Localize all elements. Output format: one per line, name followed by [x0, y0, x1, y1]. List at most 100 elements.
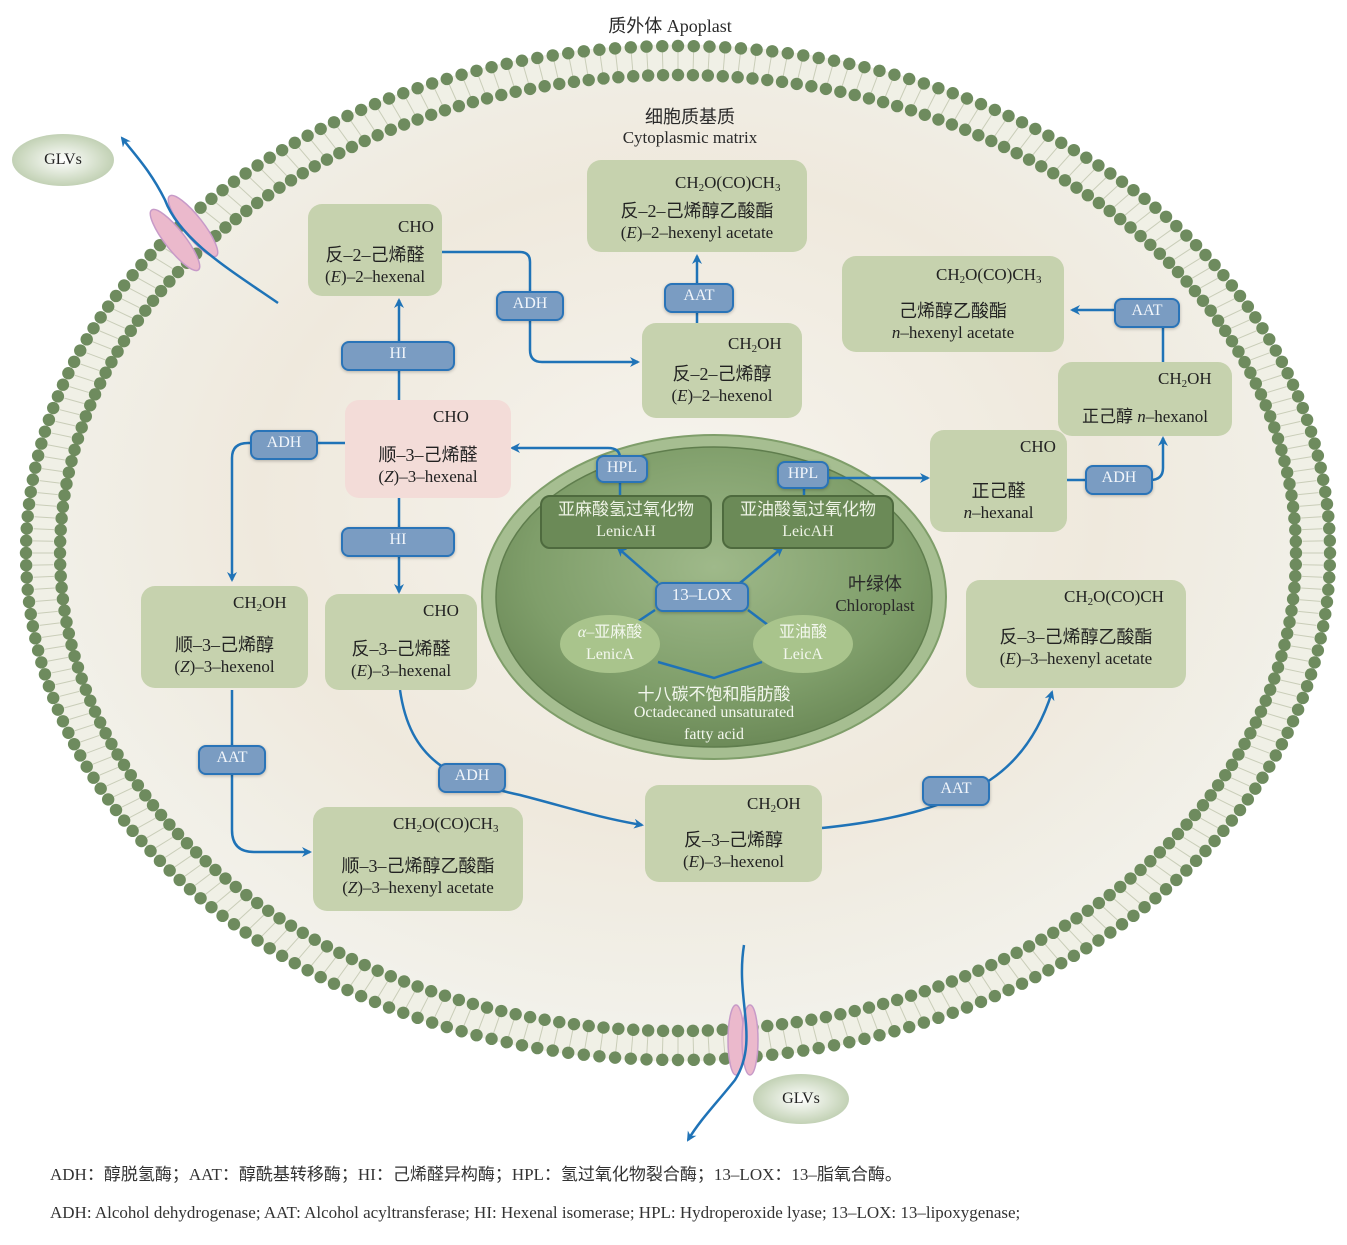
- cytoplasm-label-en: Cytoplasmic matrix: [622, 128, 758, 147]
- phospholipid-head: [593, 1050, 606, 1063]
- phospholipid-head: [608, 1051, 622, 1064]
- phospholipid-head: [958, 123, 972, 136]
- phospholipid-head: [62, 726, 75, 739]
- phospholipid-head: [1323, 571, 1336, 584]
- phospholipid-head: [368, 995, 382, 1009]
- phospholipid-head: [577, 45, 590, 58]
- phospholipid-head: [703, 1053, 716, 1066]
- compound-name-en: (E)–3–hexenal: [350, 661, 452, 680]
- node-e2-hexenyl-acetate: CH2O(CO)CH3 反–2–己烯醇乙酸酯 (E)–2–hexenyl ace…: [587, 160, 807, 252]
- phospholipid-head: [80, 333, 93, 346]
- phospholipid-head: [562, 1046, 575, 1059]
- phospholipid-head: [546, 1044, 559, 1057]
- phospholipid-head: [62, 627, 76, 640]
- lenicah-cn: 亚麻酸氢过氧化物: [558, 500, 694, 519]
- phospholipid-head: [812, 1041, 825, 1055]
- phospholipid-head: [53, 558, 67, 571]
- phospholipid-head: [1127, 909, 1140, 923]
- phospholipid-head: [1323, 559, 1337, 572]
- enzyme-adh-n: ADH: [1085, 465, 1153, 495]
- compound-name-en: (E)–3–hexenol: [682, 852, 785, 871]
- phospholipid-head: [101, 793, 115, 806]
- enzyme-adh-z3: ADH: [250, 430, 318, 460]
- phospholipid-head: [84, 399, 97, 412]
- phospholipid-head: [126, 268, 139, 282]
- phospholipid-head: [79, 410, 93, 423]
- phospholipid-head: [843, 1035, 856, 1049]
- node-e2-hexenol: CH2OH 反–2–己烯醇 (E)–2–hexenol: [642, 323, 802, 418]
- phospholipid-head: [56, 715, 70, 728]
- phospholipid-head: [275, 949, 289, 963]
- phospholipid-head: [988, 103, 1002, 117]
- fatty-acid-en-1: Octadecaned unsaturated: [633, 704, 795, 721]
- phospholipid-head: [99, 727, 112, 740]
- phospholipid-head: [485, 60, 498, 74]
- phospholipid-head: [1300, 413, 1314, 427]
- phospholipid-head: [1080, 151, 1093, 164]
- phospholipid-head: [1196, 799, 1210, 812]
- phospholipid-head: [781, 47, 794, 60]
- phospholipid-head: [320, 153, 334, 166]
- phospholipid-head: [932, 113, 945, 126]
- phospholipid-head: [216, 183, 229, 197]
- phospholipid-head: [65, 454, 78, 468]
- phospholipid-head: [1256, 322, 1269, 335]
- phospholipid-head: [51, 390, 65, 403]
- phospholipid-head: [227, 918, 241, 931]
- phospholipid-head: [1268, 672, 1281, 685]
- phospholipid-head: [531, 51, 544, 65]
- phospholipid-head: [22, 497, 36, 511]
- phospholipid-head: [858, 1032, 871, 1046]
- phospholipid-head: [1134, 863, 1147, 877]
- phospholipid-head: [1320, 595, 1334, 609]
- phospholipid-head: [918, 108, 932, 121]
- leica-ellipse: 亚油酸 LeicA: [753, 615, 853, 673]
- phospholipid-head: [843, 57, 856, 71]
- node-e3-hexenal: CHO 反–3–己烯醛 (E)–3–hexenal: [325, 594, 477, 690]
- arrow-z3hexenol-to-z3hexenylacetate: [230, 690, 312, 857]
- phospholipid-head: [371, 129, 384, 142]
- phospholipid-head: [1322, 510, 1335, 523]
- phospholipid-head: [1042, 964, 1055, 977]
- phospholipid-head: [1015, 116, 1029, 129]
- phospholipid-head: [746, 72, 759, 85]
- phospholipid-head: [68, 443, 81, 457]
- phospholipid-head: [812, 51, 825, 65]
- phospholipid-head: [495, 1004, 508, 1018]
- phospholipid-head: [53, 546, 67, 560]
- phospholipid-head: [314, 122, 327, 136]
- phospholipid-head: [862, 1001, 876, 1014]
- phospholipid-head: [1269, 749, 1282, 762]
- phospholipid-head: [1115, 175, 1129, 188]
- phospholipid-head: [440, 72, 453, 86]
- phospholipid-head: [1162, 256, 1176, 269]
- phospholipid-head: [19, 546, 33, 560]
- enzyme-adh-e2: ADH: [496, 291, 564, 321]
- phospholipid-head: [62, 466, 76, 479]
- enzyme-hi-lower: HI: [341, 527, 455, 557]
- phospholipid-head: [640, 40, 653, 53]
- formula-tail: CH2O(CO)CH3: [936, 265, 1042, 286]
- phospholipid-head: [1188, 808, 1202, 822]
- phospholipid-head: [1311, 449, 1325, 462]
- phospholipid-head: [250, 196, 264, 210]
- phospholipid-head: [26, 473, 40, 486]
- phospholipid-head: [1047, 166, 1060, 180]
- formula-tail: CH2OH: [233, 593, 287, 614]
- phospholipid-head: [888, 68, 901, 81]
- phospholipid-head: [1286, 500, 1300, 514]
- phospholipid-head: [1289, 569, 1302, 583]
- phospholipid-head: [194, 201, 207, 214]
- phospholipid-head: [438, 104, 452, 117]
- phospholipid-head: [1144, 238, 1157, 251]
- phospholipid-head: [1285, 489, 1298, 502]
- phospholipid-head: [183, 883, 197, 896]
- phospholipid-head: [411, 113, 424, 126]
- phospholipid-head: [1103, 888, 1116, 902]
- phospholipid-head: [553, 1015, 566, 1029]
- phospholipid-head: [848, 88, 861, 102]
- phospholipid-head: [345, 952, 359, 966]
- phospholipid-head: [56, 500, 70, 514]
- phospholipid-head: [582, 1019, 595, 1033]
- compound-name-en: (E)–2–hexenal: [324, 267, 426, 286]
